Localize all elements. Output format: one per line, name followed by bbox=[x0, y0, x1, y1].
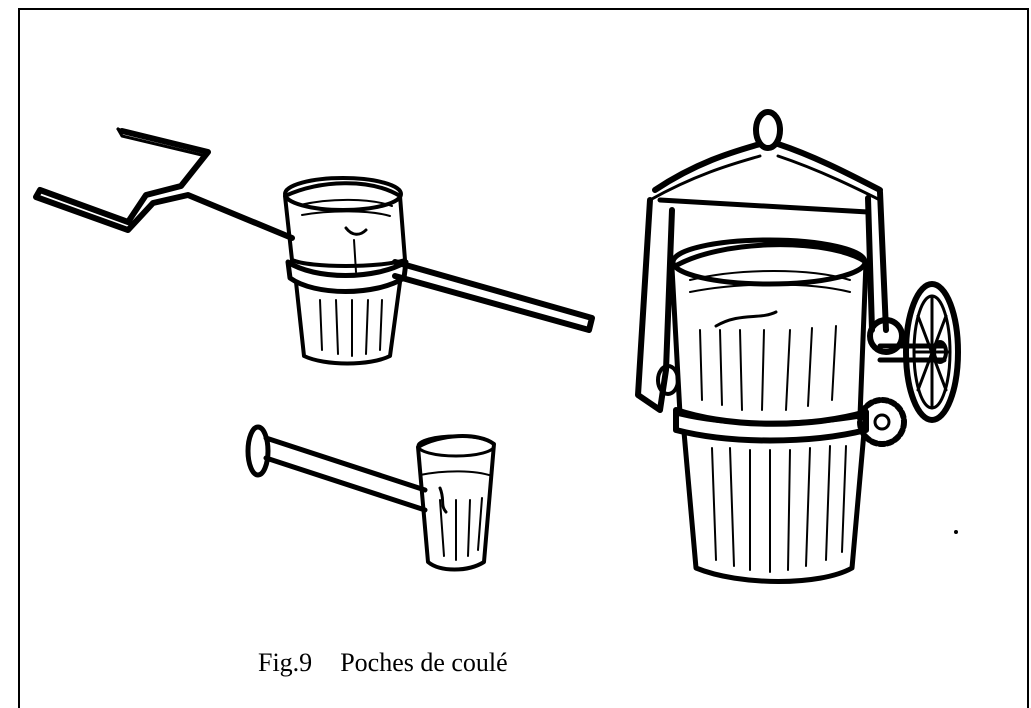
geared-crane-ladle-drawing bbox=[635, 109, 961, 584]
shank-ladle-drawing bbox=[33, 127, 595, 366]
figure-caption-text: Poches de coulé bbox=[340, 648, 508, 677]
figure-caption: Fig.9 Poches de coulé bbox=[258, 648, 508, 678]
figure-number: Fig.9 bbox=[258, 648, 313, 677]
hand-ladle-drawing bbox=[245, 424, 496, 572]
